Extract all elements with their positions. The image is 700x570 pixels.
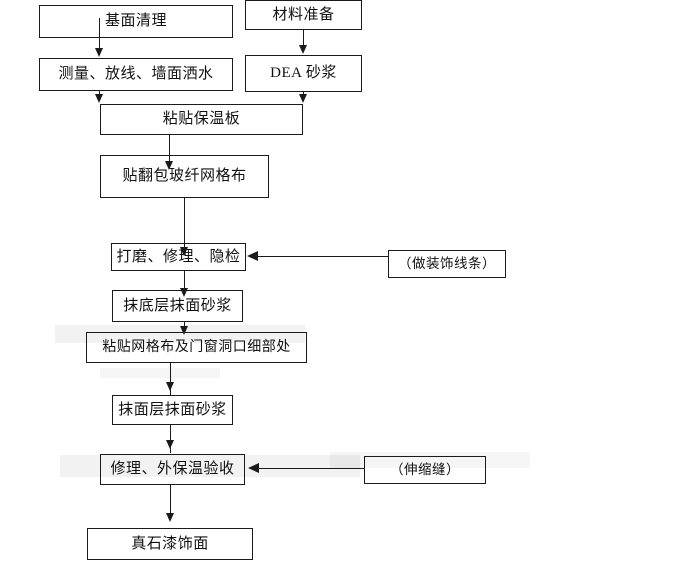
arrowhead-down bbox=[180, 247, 188, 256]
arrowhead-down bbox=[180, 326, 188, 335]
node-label: 修理、外保温验收 bbox=[110, 461, 235, 477]
node-wrap-mesh-cloth[interactable]: 贴翻包玻纤网格布 bbox=[100, 155, 269, 198]
arrowhead-left bbox=[247, 251, 258, 261]
edge-paste-mesh-to-face-mortar bbox=[170, 363, 171, 395]
node-label: （做装饰线条） bbox=[398, 256, 496, 272]
node-measure-line-water[interactable]: 测量、放线、墙面洒水 bbox=[39, 58, 233, 91]
node-stone-paint-finish[interactable]: 真石漆饰面 bbox=[87, 528, 253, 560]
node-label: 贴翻包玻纤网格布 bbox=[122, 168, 247, 184]
arrowhead-down bbox=[299, 45, 307, 54]
arrowhead-left bbox=[248, 463, 259, 473]
node-grind-repair-check[interactable]: 打磨、修理、隐检 bbox=[111, 243, 246, 271]
arrowhead-down bbox=[166, 440, 174, 449]
node-label: 打磨、修理、隐检 bbox=[116, 248, 241, 265]
node-label: DEA 砂浆 bbox=[270, 65, 337, 81]
edge-wrap-mesh-to-grind bbox=[184, 198, 185, 253]
node-label: 抹面层抹面砂浆 bbox=[118, 401, 227, 418]
arrowhead-down bbox=[299, 94, 307, 103]
edge-paste-insulation-to-wrap-mesh bbox=[169, 135, 170, 164]
node-paste-insulation[interactable]: 粘贴保温板 bbox=[100, 104, 303, 135]
edge-base-cleaning-to-measure bbox=[99, 18, 100, 49]
node-dea-mortar[interactable]: DEA 砂浆 bbox=[245, 55, 362, 92]
node-label: 粘贴保温板 bbox=[162, 111, 241, 127]
arrowhead-down bbox=[180, 288, 188, 297]
arrowhead-down bbox=[95, 48, 103, 57]
edge-material-prep-to-dea bbox=[303, 30, 304, 46]
node-label: 基面清理 bbox=[104, 13, 167, 29]
node-label: 抹底层抹面砂浆 bbox=[123, 297, 232, 314]
scan-smudge bbox=[100, 368, 220, 378]
edge-repair-to-stone-paint bbox=[170, 485, 171, 520]
node-label: 测量、放线、墙面洒水 bbox=[58, 66, 214, 82]
node-label: 材料准备 bbox=[272, 6, 335, 23]
node-repair-acceptance[interactable]: 修理、外保温验收 bbox=[100, 454, 245, 485]
edge-face-mortar-to-repair bbox=[170, 425, 171, 453]
edge-decor-note-to-grind bbox=[257, 256, 388, 257]
edge-expansion-joint-to-repair bbox=[258, 468, 365, 469]
node-paste-mesh-details[interactable]: 粘贴网格布及门窗洞口细部处 bbox=[86, 332, 307, 363]
node-label: 真石漆饰面 bbox=[131, 535, 209, 552]
node-decor-line-note[interactable]: （做装饰线条） bbox=[388, 250, 506, 278]
node-base-cleaning[interactable]: 基面清理 bbox=[39, 5, 233, 38]
node-face-mortar-layer[interactable]: 抹面层抹面砂浆 bbox=[112, 395, 233, 425]
arrowhead-down bbox=[166, 382, 174, 391]
node-expansion-joint[interactable]: （伸缩缝） bbox=[364, 456, 486, 484]
node-label: （伸缩缝） bbox=[390, 462, 460, 478]
arrowhead-down bbox=[165, 161, 173, 170]
arrowhead-down bbox=[95, 94, 103, 103]
node-label: 粘贴网格布及门窗洞口细部处 bbox=[102, 339, 291, 355]
edge-grind-to-base-mortar bbox=[184, 271, 185, 295]
arrowhead-down bbox=[166, 513, 174, 522]
node-base-mortar-layer[interactable]: 抹底层抹面砂浆 bbox=[112, 290, 243, 322]
node-material-prep[interactable]: 材料准备 bbox=[245, 0, 362, 30]
